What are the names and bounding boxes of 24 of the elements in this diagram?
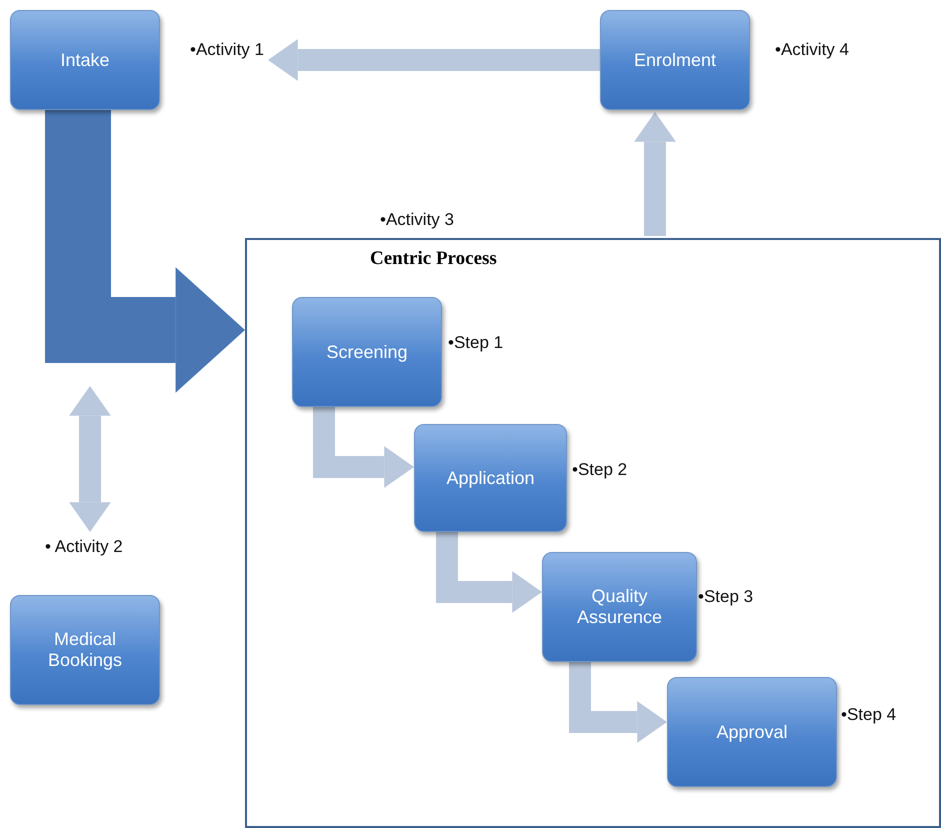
process-container [245,238,941,828]
process-box: Approval [667,677,837,787]
annotation-text: •Step 4 [841,705,898,725]
process-box: Screening [292,297,442,407]
block-arrow [313,407,414,488]
block-arrow [268,39,600,81]
block-arrow [436,532,542,613]
container-title: Centric Process [370,248,497,270]
annotation-text: •Step 1 [448,333,504,353]
process-box: Quality Assurence [542,552,697,662]
process-box: Medical Bookings [10,595,160,705]
process-box: Intake [10,10,160,110]
annotation-text: • Activity 2 [45,537,124,557]
block-arrow [45,110,245,393]
process-box: Enrolment [600,10,750,110]
process-box: Application [414,424,567,532]
annotation-text: •Step 3 [698,587,754,607]
annotation-text: •Activity 3 [380,210,455,230]
block-arrow [569,662,667,743]
annotation-text: •Step 2 [572,460,628,480]
block-arrow [69,386,111,532]
annotation-text: •Activity 1 [190,40,265,60]
block-arrow [634,112,676,236]
annotation-text: •Activity 4 [775,40,850,60]
